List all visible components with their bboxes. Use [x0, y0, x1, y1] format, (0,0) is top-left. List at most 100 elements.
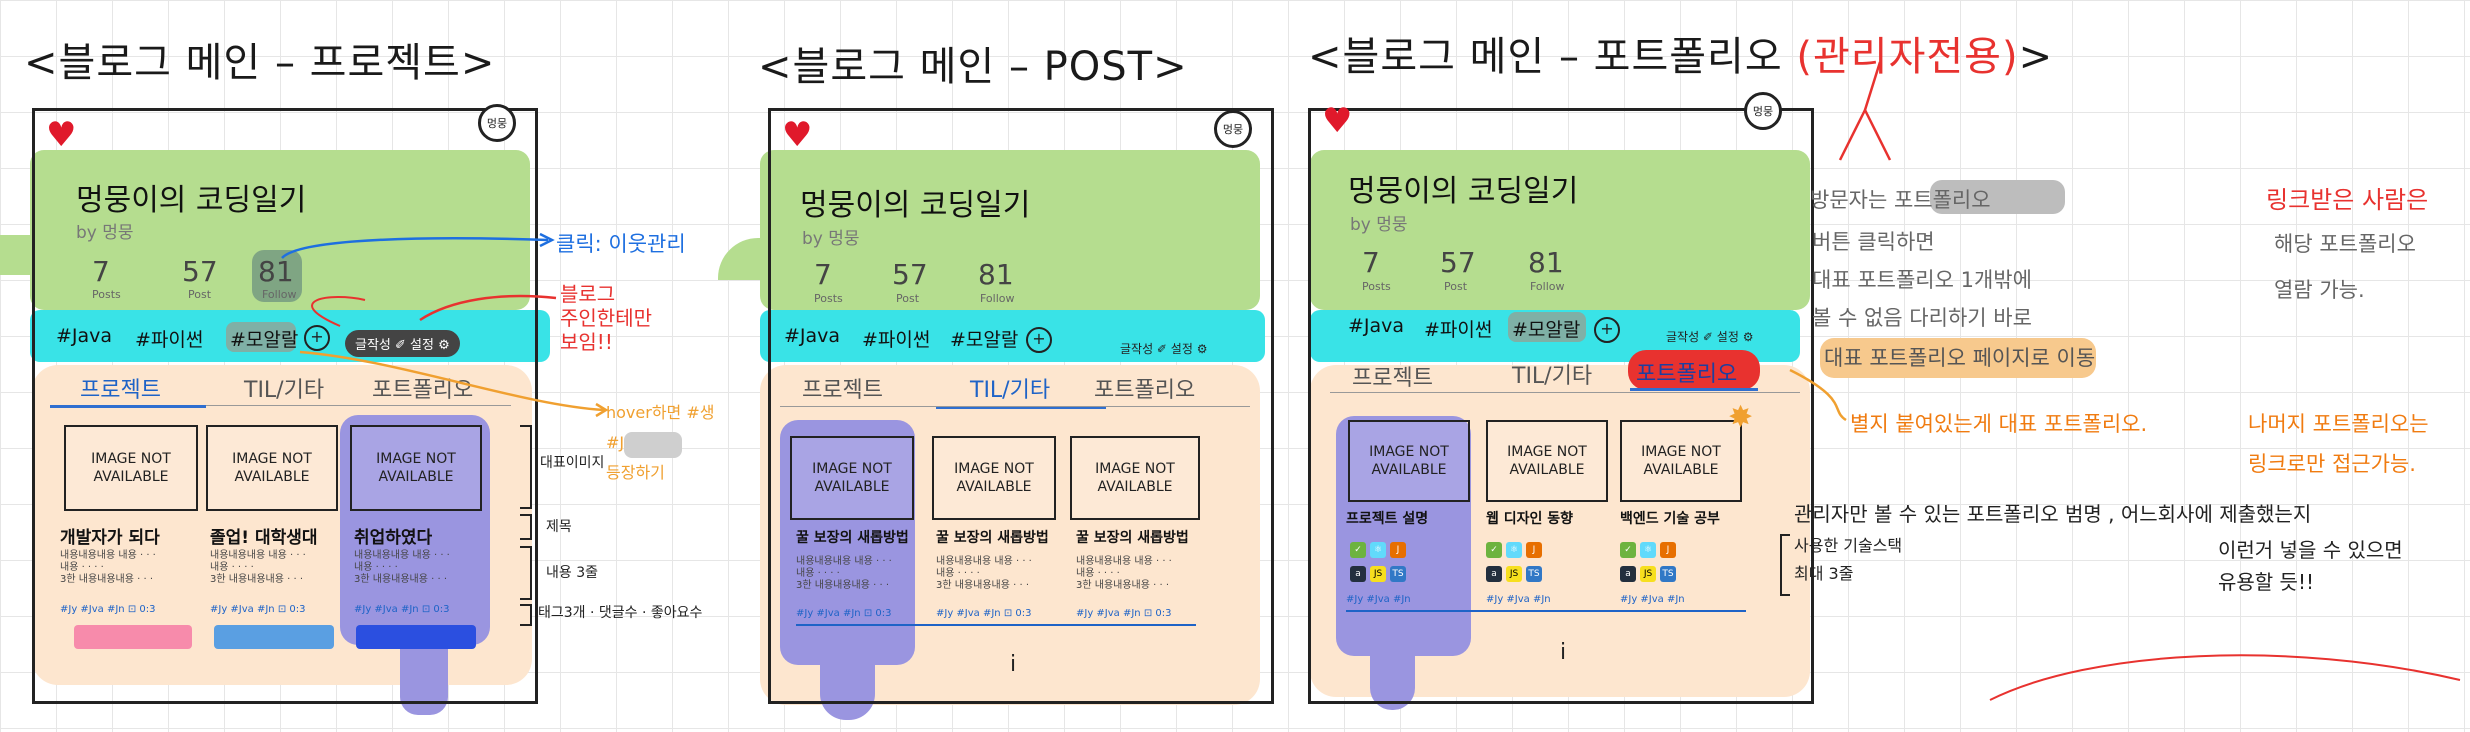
card-title[interactable]: 웹 디자인 동향	[1486, 511, 1574, 527]
react-icon: ⚛	[1506, 542, 1522, 558]
owner-actions[interactable]: 글작성 ✐ 설정 ⚙	[1666, 330, 1754, 344]
owner-actions[interactable]: 글작성 ✐ 설정 ⚙	[1120, 342, 1208, 356]
stat-posts: 7	[92, 255, 110, 288]
tab-divider	[206, 405, 511, 406]
tab-portfolio-underline	[1630, 388, 1758, 391]
stat-follow[interactable]: 81	[978, 258, 1014, 291]
tag-python[interactable]: #파이썬	[135, 329, 204, 351]
stat-posts-label: Posts	[1362, 280, 1391, 293]
add-tag-icon[interactable]: +	[1026, 327, 1052, 353]
heart-icon[interactable]: ♥	[782, 115, 813, 155]
card-rule	[1346, 610, 1746, 612]
card-title[interactable]: 졸업! 대학생대	[210, 528, 318, 548]
card-title[interactable]: 꿀 보장의 새롭방법	[796, 530, 909, 546]
card-image[interactable]: IMAGE NOT AVAILABLE	[790, 436, 914, 520]
card-image[interactable]: IMAGE NOT AVAILABLE	[1348, 420, 1470, 502]
card-meta: #Jy #Jva #Jn ⊡ 0:3	[1076, 608, 1172, 619]
label-image: 대표이미지	[540, 455, 605, 471]
stat-follow[interactable]: 81	[1528, 246, 1564, 279]
label-title: 제목	[546, 519, 572, 535]
card-image[interactable]: IMAGE NOT AVAILABLE	[350, 425, 482, 511]
tab-til[interactable]: TIL/기타	[1512, 364, 1593, 389]
card-image[interactable]: IMAGE NOT AVAILABLE	[206, 425, 338, 511]
note-rest-1: 링크로만 접근가능.	[2248, 452, 2416, 476]
react-icon: ⚛	[1640, 542, 1656, 558]
stat-follow-label: Follow	[980, 292, 1015, 305]
tab-til[interactable]: TIL/기타	[244, 378, 325, 403]
card-title[interactable]: 취업하였다	[354, 528, 433, 548]
note-stack-1: 최대 3줄	[1794, 564, 1854, 583]
note-visitor-4: 대표 포트폴리오 페이지로 이동	[1824, 346, 2096, 370]
card-meta: #Jy #Jva #Jn ⊡ 0:3	[936, 608, 1032, 619]
card-body: 내용내용내용 내용 · · · 내용 · · · · 3한 내용내용내용 · ·…	[210, 550, 306, 585]
tab-til[interactable]: TIL/기타	[970, 378, 1051, 403]
panel-project-title: <블로그 메인 – 프로젝트>	[24, 40, 496, 86]
pagination[interactable]: i	[1560, 640, 1567, 665]
profile-badge[interactable]: 멍뭉	[478, 104, 516, 142]
label-meta: 태그3개 · 댓글수 · 좋아요수	[538, 605, 703, 621]
spring-icon: ✓	[1486, 542, 1502, 558]
add-tag-icon[interactable]: +	[304, 325, 330, 351]
note-highlight-orange	[1820, 338, 2096, 378]
pagination[interactable]: i	[1010, 652, 1017, 677]
card-title[interactable]: 꿀 보장의 새롭방법	[936, 530, 1049, 546]
annotation-arrows	[281, 232, 682, 458]
tab-portfolio[interactable]: 포트폴리오	[1636, 362, 1738, 387]
tag-java[interactable]: #Java	[56, 325, 113, 347]
ts-icon: TS	[1390, 566, 1406, 582]
card-image[interactable]: IMAGE NOT AVAILABLE	[932, 436, 1056, 520]
card-image[interactable]: IMAGE NOT AVAILABLE	[1070, 436, 1200, 520]
stat-post: 57	[892, 258, 928, 291]
card-image[interactable]: IMAGE NOT AVAILABLE	[1486, 420, 1608, 502]
tab-project[interactable]: 프로젝트	[1352, 366, 1433, 391]
browser-frame	[32, 108, 538, 704]
panel-project: <블로그 메인 – 프로젝트> ♥ 멍뭉 멍뭉이의 코딩일기 by 멍뭉 7 P…	[0, 0, 760, 732]
js-icon: JS	[1506, 566, 1522, 582]
card-body: 내용내용내용 내용 · · · 내용 · · · · 3한 내용내용내용 · ·…	[1076, 556, 1172, 591]
tag-python[interactable]: #파이썬	[862, 329, 931, 351]
owner-actions[interactable]: 글작성 ✐ 설정 ⚙	[345, 330, 460, 357]
tag-mo[interactable]: #모알랄	[1512, 319, 1581, 341]
card-title[interactable]: 프로젝트 설명	[1346, 511, 1429, 527]
bracket-body	[520, 546, 532, 600]
card-image[interactable]: IMAGE NOT AVAILABLE	[64, 425, 198, 511]
profile-badge[interactable]: 멍뭉	[1214, 110, 1252, 148]
tag-java[interactable]: #Java	[1348, 315, 1405, 337]
card-meta: #Jy #Jva #Jn	[1486, 594, 1551, 605]
card-image[interactable]: IMAGE NOT AVAILABLE	[1620, 420, 1742, 502]
rep-card-highlight	[1336, 416, 1471, 656]
stat-follow[interactable]: 81	[258, 255, 294, 288]
tab-til-underline	[936, 406, 1106, 409]
stat-post-label: Post	[896, 292, 920, 305]
tab-divider	[1330, 392, 1800, 393]
java-icon: J	[1526, 542, 1542, 558]
card-rule	[796, 624, 1196, 626]
tab-project[interactable]: 프로젝트	[80, 378, 161, 403]
card-title[interactable]: 백엔드 기술 공부	[1620, 511, 1720, 527]
stat-post: 57	[182, 255, 218, 288]
tag-java[interactable]: #Java	[784, 325, 841, 347]
hover-card-drip	[400, 600, 448, 715]
stat-post-label: Post	[1444, 280, 1468, 293]
tab-portfolio[interactable]: 포트폴리오	[1094, 378, 1196, 403]
tab-project[interactable]: 프로젝트	[802, 378, 883, 403]
profile-badge[interactable]: 멍뭉	[1744, 92, 1782, 130]
note-link-2: 열람 가능.	[2274, 278, 2365, 302]
note-rest-0: 나머지 포트폴리오는	[2248, 412, 2429, 436]
js-icon: JS	[1370, 566, 1386, 582]
tagbar-highlight	[760, 310, 1265, 362]
tag-mo[interactable]: #모알랄	[950, 329, 1019, 351]
heart-icon[interactable]: ♥	[46, 115, 77, 155]
like-bar-pink	[74, 625, 192, 649]
card-meta: #Jy #Jva #Jn ⊡ 0:3	[210, 604, 306, 615]
heart-icon[interactable]: ♥	[1322, 101, 1353, 141]
bracket-image	[520, 425, 532, 509]
stat-post: 57	[1440, 246, 1476, 279]
tag-python[interactable]: #파이썬	[1424, 319, 1493, 341]
stat-posts: 7	[1362, 246, 1380, 279]
card-title[interactable]: 꿀 보장의 새롭방법	[1076, 530, 1189, 546]
panel-portfolio-title: <블로그 메인 – 포트폴리오 (관리자전용)>	[1308, 24, 2053, 82]
add-tag-icon[interactable]: +	[1594, 317, 1620, 343]
tag-mo[interactable]: #모알랄	[230, 329, 299, 351]
card-title[interactable]: 개발자가 되다	[60, 528, 160, 548]
